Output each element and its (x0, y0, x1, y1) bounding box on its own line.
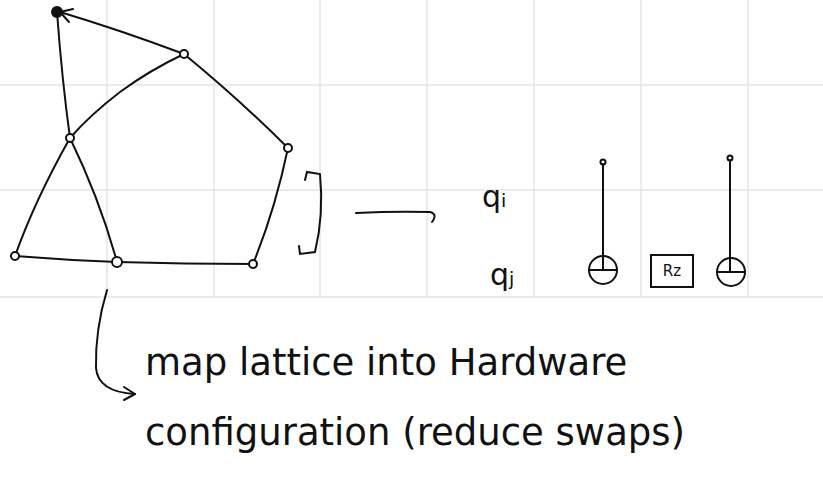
quantum-circuit (589, 156, 745, 287)
qubit-label: qᵢ (482, 168, 506, 225)
gate-label: Rz (663, 262, 681, 280)
rz-gate-box: Rz (650, 254, 694, 288)
lattice-vertices (11, 7, 292, 268)
qubit-label: qⱼ (490, 246, 514, 303)
leader-arrow (96, 290, 135, 400)
mapping-arrow (299, 172, 435, 254)
note-text: map lattice into Hardware configuration … (145, 328, 817, 469)
grid (0, 0, 823, 297)
lattice-graph (15, 9, 288, 264)
